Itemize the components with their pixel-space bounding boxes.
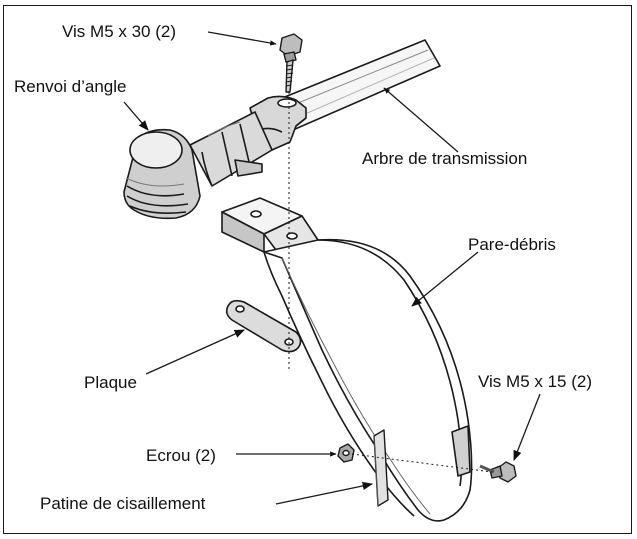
label-vis-m5x30: Vis M5 x 30 (2): [62, 22, 176, 41]
plate: [225, 299, 302, 353]
callout-labels: Vis M5 x 30 (2) Renvoi d’angle Arbre de …: [14, 22, 592, 513]
assembly-lines: [288, 92, 493, 473]
label-pare-debris: Pare-débris: [468, 235, 556, 254]
diagram-frame: [3, 5, 632, 534]
bolt-m5x15: [479, 461, 517, 483]
shear-pad: [373, 429, 389, 507]
label-arbre-transmission: Arbre de transmission: [362, 149, 527, 168]
debris-guard: [221, 197, 473, 522]
bolt-m5x30: [279, 33, 303, 93]
label-renvoi-angle: Renvoi d’angle: [14, 77, 126, 96]
label-ecrou: Ecrou (2): [146, 446, 216, 465]
leader-lines: [123, 31, 541, 505]
label-plaque: Plaque: [84, 373, 137, 392]
nut: [337, 443, 355, 463]
label-patine-cisaillement: Patine de cisaillement: [40, 494, 206, 513]
angle-gearbox: [123, 111, 273, 220]
label-vis-m5x15: Vis M5 x 15 (2): [478, 372, 592, 391]
